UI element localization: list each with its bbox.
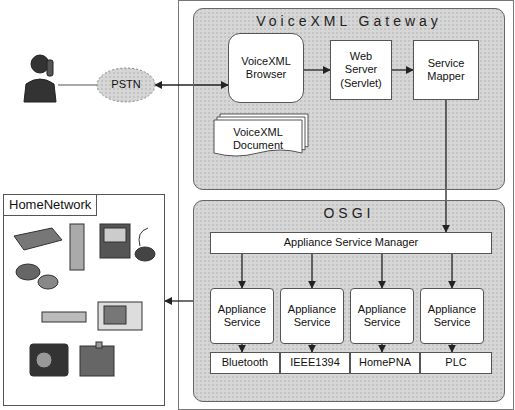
box-label: Bluetooth <box>214 356 276 369</box>
service-box: Appliance Service <box>420 288 484 344</box>
phone-wire <box>58 84 97 85</box>
manager-bar: Appliance Service Manager <box>210 232 492 254</box>
region-title: VoiceXML Gateway <box>194 13 504 30</box>
box-label: PLC <box>424 356 488 369</box>
connector-arrow <box>241 254 242 288</box>
connector-arrow <box>451 344 452 352</box>
outer-frame <box>179 1 514 410</box>
region-fill <box>193 8 505 190</box>
connector-arrow <box>311 344 312 352</box>
box-label: HomePNA <box>354 356 416 369</box>
connector-arrow <box>241 344 242 352</box>
server-box: Web Server (Servlet) <box>330 40 392 100</box>
caller-figure <box>24 55 56 102</box>
service-box: Appliance Service <box>350 288 414 344</box>
connector-arrow <box>381 344 382 352</box>
region-title: HomeNetwork <box>4 195 97 216</box>
box-label: IEEE1394 <box>284 356 346 369</box>
protocol-cell: Bluetooth <box>210 352 280 374</box>
box-label: PSTN <box>111 78 140 91</box>
service-box: Appliance Service <box>210 288 274 344</box>
browser-box: VoiceXML Browser <box>228 33 304 103</box>
connector-arrow <box>445 100 446 232</box>
box-label: Appliance Service <box>424 303 480 329</box>
box-label: Appliance Service <box>214 303 270 329</box>
protocol-cell: PLC <box>420 352 492 374</box>
connector-arrow <box>311 254 312 288</box>
connector-arrow <box>155 84 228 85</box>
box-label: Appliance Service Manager <box>214 236 488 249</box>
connector-arrow <box>304 69 330 70</box>
box-label: VoiceXML Document <box>216 126 300 152</box>
protocol-cell: HomePNA <box>350 352 420 374</box>
document-stack: VoiceXML Document <box>214 114 308 158</box>
box-label: Service Mapper <box>417 57 475 83</box>
connector-arrow <box>392 69 413 70</box>
protocol-cell: IEEE1394 <box>280 352 350 374</box>
cloud-outline <box>97 68 155 102</box>
osgi-region: OSGI Appliance Service ManagerAppliance S… <box>193 200 505 402</box>
region-fill <box>193 200 505 402</box>
home-network-frame: HomeNetwork <box>3 194 165 406</box>
mapper-box: Service Mapper <box>413 40 479 100</box>
box-label: Appliance Service <box>354 303 410 329</box>
box-label: Appliance Service <box>284 303 340 329</box>
network-cloud: PSTN <box>97 68 155 102</box>
region-title: OSGI <box>194 205 504 222</box>
connector-arrow <box>165 300 193 301</box>
connector-arrow <box>381 254 382 288</box>
box-label: Web Server (Servlet) <box>334 50 388 90</box>
page-outline <box>214 120 302 156</box>
connector-arrow <box>451 254 452 288</box>
box-label: VoiceXML Browser <box>232 55 300 81</box>
service-box: Appliance Service <box>280 288 344 344</box>
gateway-region: VoiceXML GatewayVoiceXML BrowserVoiceXML… <box>193 8 505 190</box>
home-appliances <box>14 224 155 376</box>
